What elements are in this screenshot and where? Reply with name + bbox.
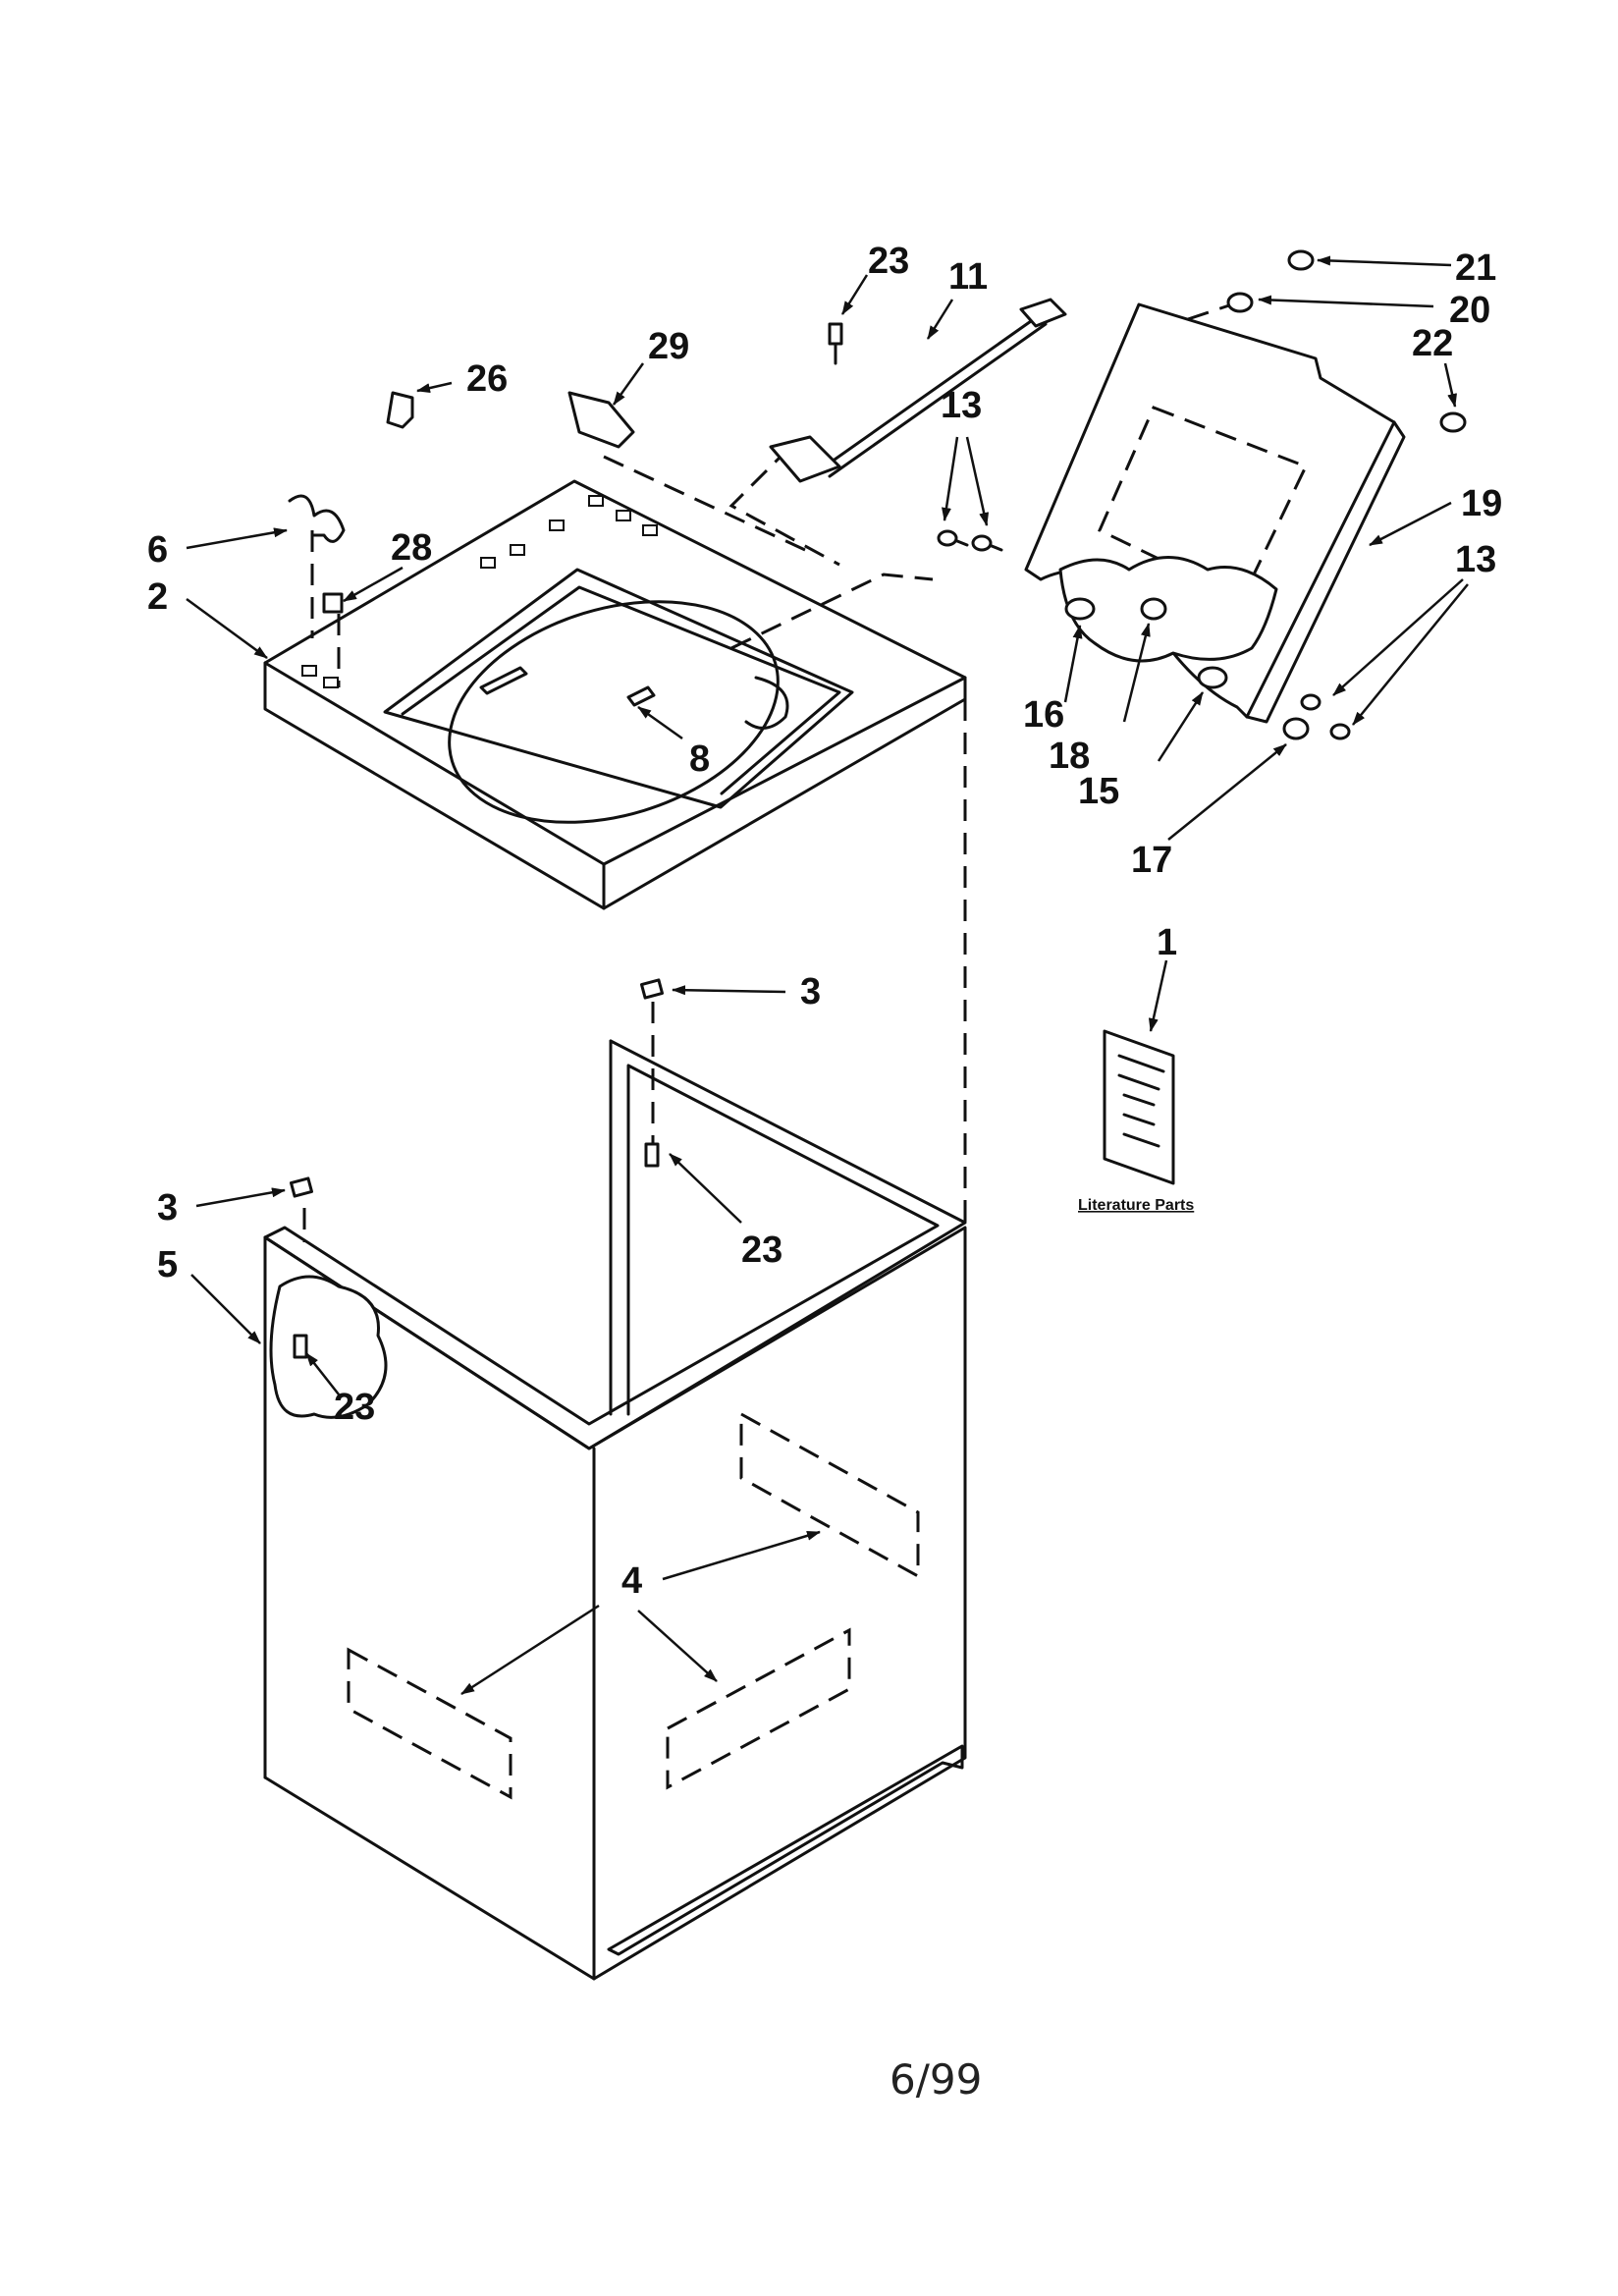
callout-13-left: 13 xyxy=(941,385,982,426)
callout-8: 8 xyxy=(689,738,710,780)
callout-22: 22 xyxy=(1412,323,1453,364)
callout-23-middle: 23 xyxy=(741,1230,782,1271)
callout-13-right: 13 xyxy=(1455,539,1496,580)
callout-23-left: 23 xyxy=(334,1387,375,1428)
callout-28: 28 xyxy=(391,527,432,569)
callout-6: 6 xyxy=(147,529,168,571)
callout-18: 18 xyxy=(1049,736,1090,777)
lid xyxy=(1024,302,1406,724)
callout-5: 5 xyxy=(157,1244,178,1285)
literature-parts: Literature Parts xyxy=(1078,1029,1194,1214)
callout-1: 1 xyxy=(1157,922,1177,963)
callout-3-right: 3 xyxy=(800,971,821,1012)
callout-26: 26 xyxy=(466,358,508,400)
literature-parts-label: Literature Parts xyxy=(1078,1197,1194,1214)
callout-23-top: 23 xyxy=(868,241,909,282)
small-parts xyxy=(288,249,1467,1359)
callout-16: 16 xyxy=(1023,694,1064,736)
callout-19: 19 xyxy=(1461,483,1502,524)
callout-3-left: 3 xyxy=(157,1187,178,1229)
callout-2: 2 xyxy=(147,576,168,618)
top-panel xyxy=(263,479,967,910)
callout-labels: 23 11 29 26 13 21 20 22 19 13 6 28 2 8 1… xyxy=(147,241,1502,1602)
callout-15: 15 xyxy=(1078,771,1119,812)
callout-29: 29 xyxy=(648,326,689,367)
callout-4: 4 xyxy=(621,1560,642,1602)
cabinet xyxy=(263,1039,967,1981)
callout-20: 20 xyxy=(1449,290,1490,331)
callout-17: 17 xyxy=(1131,840,1172,881)
footer-date: 6/99 xyxy=(890,2055,982,2104)
callout-21: 21 xyxy=(1455,247,1496,289)
callout-11: 11 xyxy=(948,256,988,298)
callout-leaders xyxy=(186,255,1469,1696)
